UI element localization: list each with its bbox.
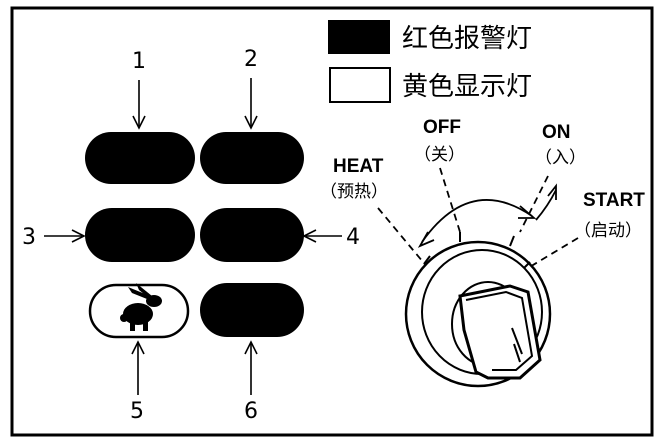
lamp-panel (85, 132, 304, 339)
lamp-number-2: 2 (244, 47, 258, 72)
switch-pointers (377, 167, 579, 269)
heat-label: HEAT (333, 156, 384, 177)
heat-sub-label: （预热） (320, 182, 388, 202)
lamp-2 (200, 132, 304, 184)
off-sub-label: （关） (414, 145, 465, 165)
legend-red-label: 红色报警灯 (402, 24, 532, 54)
lamp-1 (85, 132, 195, 184)
lamp-number-1: 1 (132, 49, 146, 74)
start-sub-label: （启动） (574, 221, 642, 241)
ignition-switch (404, 232, 552, 388)
off-label: OFF (423, 117, 461, 138)
legend-yellow-label: 黄色显示灯 (402, 72, 532, 102)
lamp-callouts: 1 2 3 4 5 6 (22, 47, 360, 424)
on-label: ON (542, 122, 571, 143)
on-sub-label: （入） (535, 148, 586, 168)
ignition-key (458, 284, 542, 380)
legend: 红色报警灯 黄色显示灯 (328, 20, 532, 103)
start-label: START (583, 190, 645, 211)
switch-labels: HEAT （预热） OFF （关） ON （入） START （启动） (320, 117, 645, 241)
lamp-4 (200, 208, 304, 262)
lamp-6 (200, 283, 304, 337)
legend-yellow-swatch (329, 67, 391, 103)
legend-red-swatch (328, 20, 390, 54)
diagram-frame (10, 6, 654, 437)
lamp-number-6: 6 (244, 399, 258, 424)
rotation-arcs (417, 183, 557, 248)
lamp-3 (85, 208, 195, 262)
rabbit-icon (120, 283, 162, 331)
lamp-number-3: 3 (22, 225, 36, 250)
lamp-number-5: 5 (130, 399, 144, 424)
lamp-number-4: 4 (346, 225, 360, 250)
